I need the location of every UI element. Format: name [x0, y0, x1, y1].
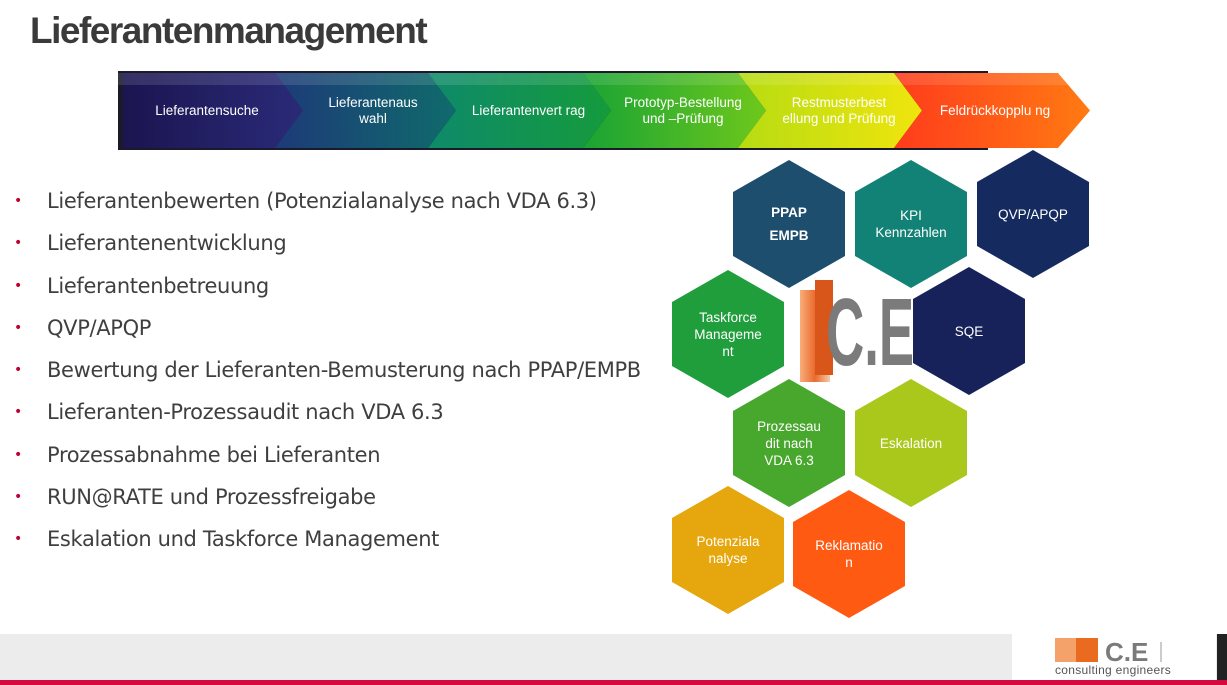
- process-step-6: Feldrückkopplu ng: [939, 102, 1051, 118]
- process-flow: Lieferantensuche Lieferantenaus wahl Lie…: [118, 71, 1093, 150]
- hexagon-label: QVP/APQP: [998, 206, 1068, 222]
- footer-accent-line: [0, 680, 1227, 685]
- bullet-dot-icon: •: [14, 277, 22, 294]
- bullet-dot-icon: •: [14, 235, 22, 252]
- bullet-dot-icon: •: [14, 362, 22, 379]
- logo-tagline: consulting engineers: [1055, 663, 1172, 677]
- process-step-shape-1: [123, 73, 303, 148]
- process-step-3: Lieferantenvert rag: [471, 102, 586, 118]
- process-step-5: Restmusterbest ellung und Prüfung: [782, 94, 896, 126]
- svg-text:C.E: C.E: [826, 279, 914, 386]
- process-step-shape-5: [738, 73, 922, 148]
- process-step-shape-4: [583, 73, 766, 148]
- bullet-dot-icon: •: [14, 319, 22, 336]
- bullet-dot-icon: •: [14, 489, 22, 506]
- hexagon-label: Eskalation: [879, 435, 943, 451]
- page-title: Lieferantenmanagement: [30, 10, 428, 51]
- bullet-dot-icon: •: [14, 446, 22, 463]
- company-logo: C.E consulting engineers: [1012, 634, 1216, 680]
- dce-logo-icon: C.E: [1055, 637, 1162, 667]
- footer-dark-bar: [1217, 634, 1227, 680]
- process-step-shape-2: [275, 73, 456, 148]
- process-step-1: Lieferantensuche: [155, 102, 259, 118]
- bullet-dot-icon: •: [14, 193, 22, 209]
- process-step-2: Lieferantenaus wahl: [328, 94, 418, 126]
- svg-text:C.E: C.E: [1105, 637, 1148, 667]
- bullet-dot-icon: •: [14, 404, 22, 421]
- process-chevrons: [118, 71, 1093, 150]
- process-step-shape-6: [894, 73, 1090, 148]
- hexagon-label: SQE: [954, 323, 984, 339]
- process-step-shape-3: [428, 73, 611, 148]
- bullet-dot-icon: •: [14, 531, 22, 548]
- process-step-4: Prototyp-Bestellung und –Prüfung: [624, 94, 742, 126]
